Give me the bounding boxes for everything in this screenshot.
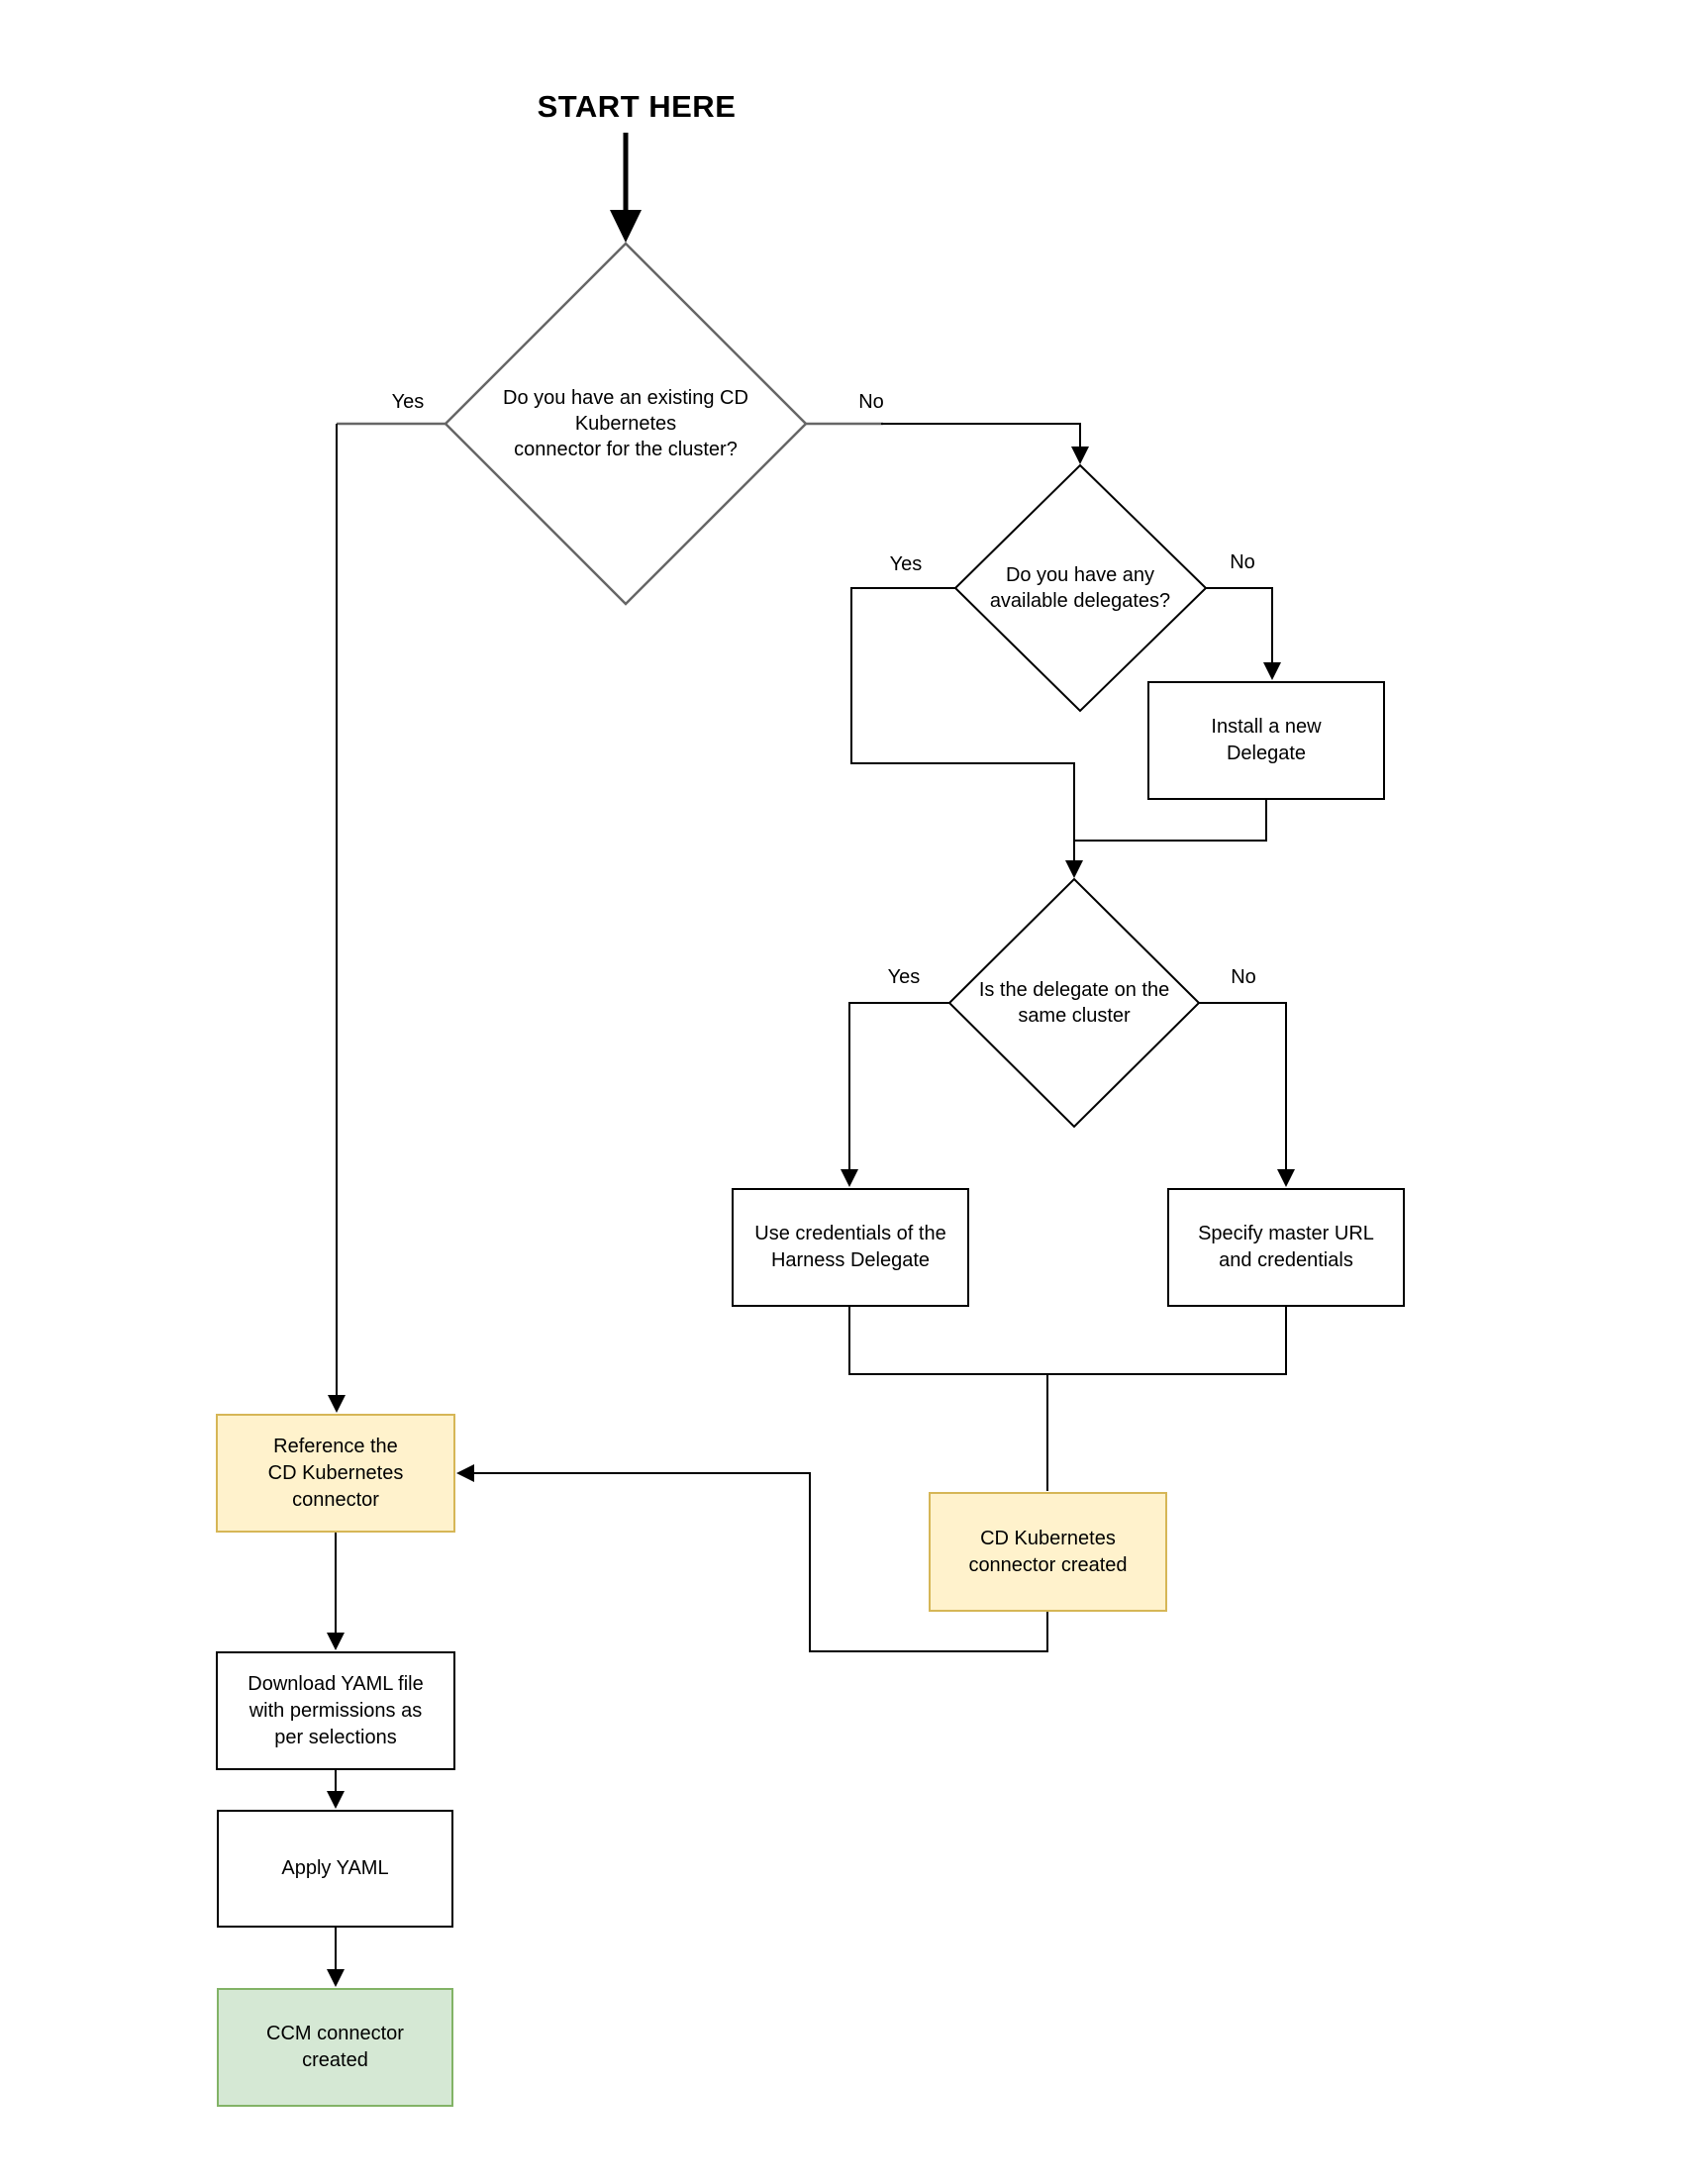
edge-cd-created-arrowhead-icon [456,1464,474,1482]
node-reference-connector: Reference the CD Kubernetes connector [216,1414,455,1533]
edge-install-delegate-out [1074,800,1267,842]
edge-apply-to-ccm-arrowhead-icon [327,1969,345,1987]
edge-use-credentials-out [848,1307,1047,1375]
start-here-label: START HERE [537,89,737,124]
edge-label-delegates-yes: Yes [889,552,923,575]
decision-diamond-existing-connector [444,242,808,606]
node-ccm-connector-created: CCM connector created [217,1988,453,2107]
decision-diamond-same-cluster [947,877,1201,1129]
edge-same-cluster-yes [848,1002,949,1174]
edge-label-existing-no: No [858,390,884,413]
edge-specify-master-out [1047,1307,1287,1375]
edge-label-same-cluster-yes: Yes [887,965,921,988]
node-install-delegate: Install a new Delegate [1147,681,1385,800]
edge-cd-created-to-reference [470,1472,1048,1652]
edge-existing-no-arrowhead-icon [1071,447,1089,464]
edge-label-same-cluster-no: No [1231,965,1256,988]
node-cd-connector-created: CD Kubernetes connector created [929,1492,1167,1612]
edge-existing-yes-arrowhead-icon [328,1395,346,1413]
node-apply-yaml: Apply YAML [217,1810,453,1928]
edge-reference-to-download-arrowhead-icon [327,1633,345,1650]
edge-delegates-no [1206,587,1273,666]
edge-delegates-yes [850,587,1075,865]
edge-same-cluster-no [1199,1002,1287,1174]
start-arrowhead-icon [610,210,642,243]
node-specify-master-url: Specify master URL and credentials [1167,1188,1405,1307]
edge-label-existing-yes: Yes [391,390,425,413]
node-download-yaml: Download YAML file with permissions as p… [216,1651,455,1770]
decision-diamond-available-delegates [953,463,1208,713]
edge-delegates-yes-arrowhead-icon [1065,860,1083,878]
edge-existing-no [881,423,1081,450]
edge-delegates-no-arrowhead-icon [1263,662,1281,680]
edge-download-to-apply-arrowhead-icon [327,1791,345,1809]
node-use-credentials: Use credentials of the Harness Delegate [732,1188,969,1307]
edge-label-delegates-no: No [1230,550,1255,573]
edge-same-cluster-no-arrowhead-icon [1277,1169,1295,1187]
edge-same-cluster-yes-arrowhead-icon [841,1169,858,1187]
